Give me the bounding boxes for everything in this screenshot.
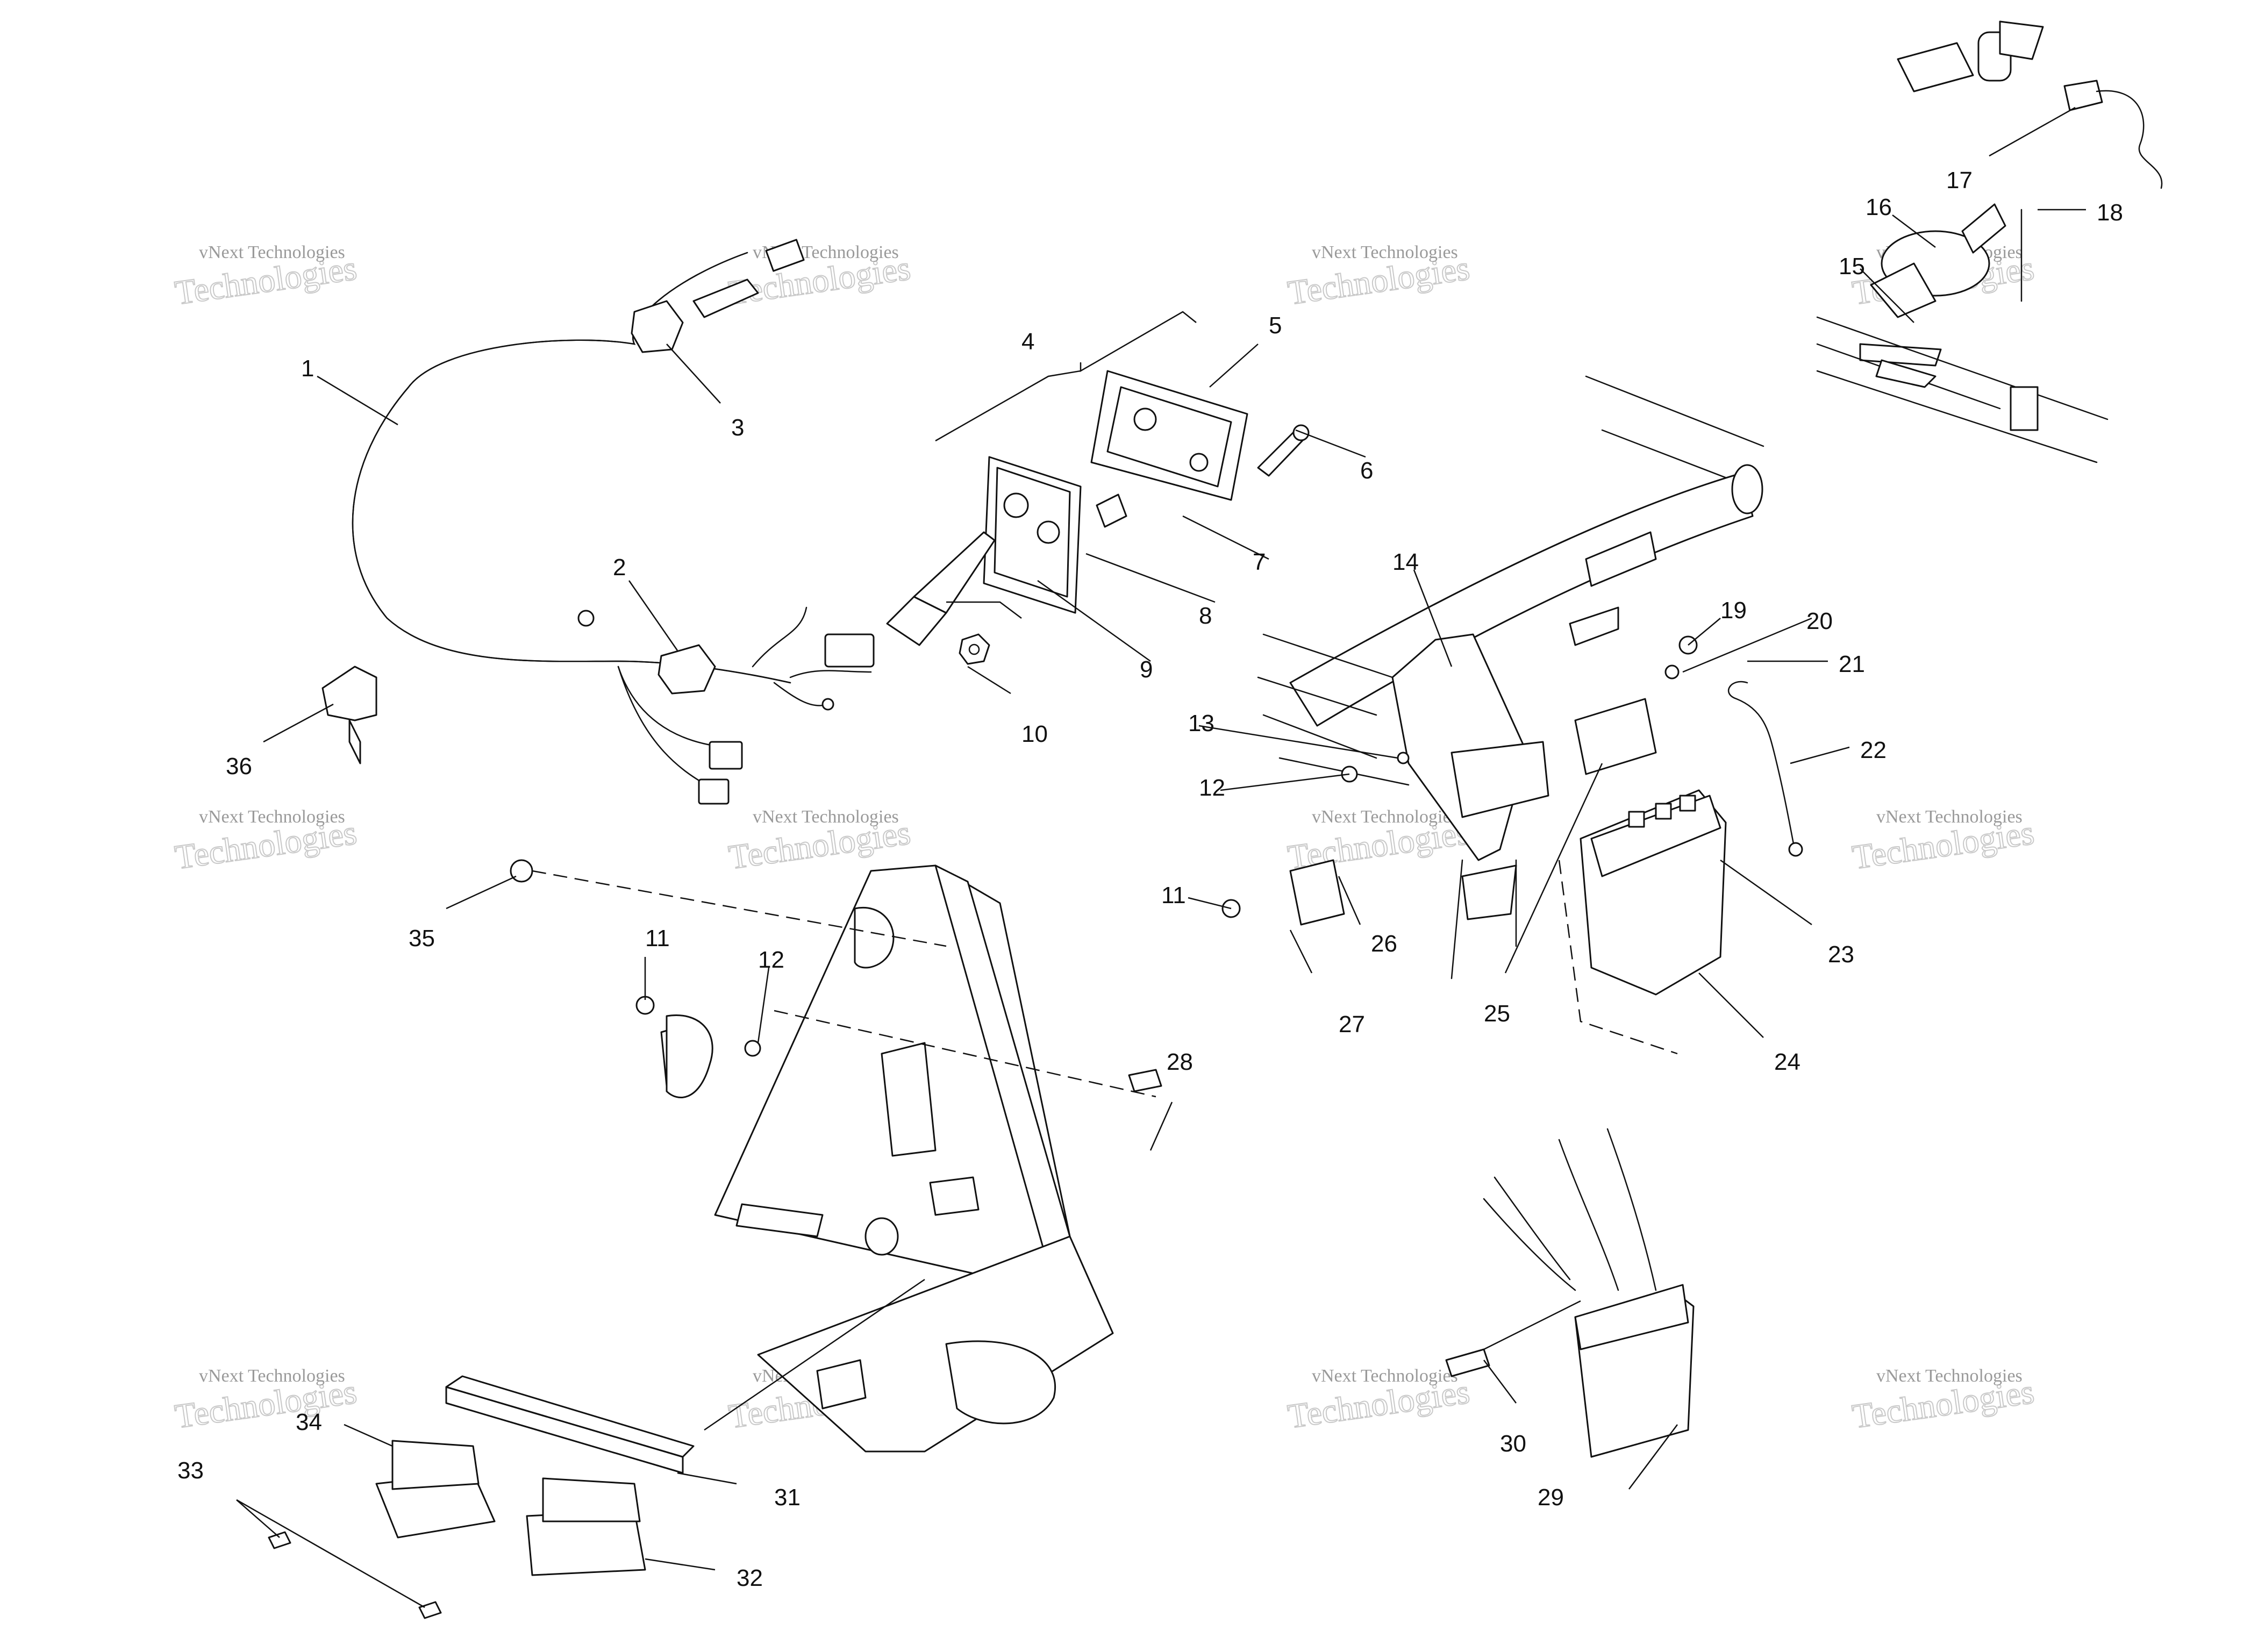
wiring-harness bbox=[352, 239, 875, 805]
callout-27: 27 bbox=[1339, 1011, 1365, 1038]
callout-18: 18 bbox=[2097, 199, 2123, 226]
callouts: 1 2 3 4 5 6 7 8 9 10 11 12 13 14 15 16 1… bbox=[177, 167, 2123, 1591]
callout-6: 6 bbox=[1360, 457, 1373, 484]
watermark: Technologies vNext Technologies bbox=[172, 242, 360, 312]
watermark: Technologies vNext Technologies bbox=[1285, 242, 1473, 312]
callout-2: 2 bbox=[613, 554, 626, 581]
watermark-small: vNext Technologies bbox=[199, 807, 345, 827]
horn-assembly bbox=[1816, 203, 2109, 463]
callout-11b: 11 bbox=[645, 925, 670, 952]
callout-12b: 12 bbox=[758, 947, 784, 973]
watermark-small: vNext Technologies bbox=[753, 807, 899, 827]
watermark-small: vNext Technologies bbox=[1876, 807, 2023, 827]
watermark-small: vNext Technologies bbox=[1312, 1366, 1458, 1386]
frame bbox=[1257, 375, 1764, 979]
guide-lines bbox=[532, 870, 1156, 1098]
callout-31: 31 bbox=[774, 1484, 801, 1511]
watermark-small: vNext Technologies bbox=[1312, 242, 1458, 262]
watermark: Technologies vNext Technologies bbox=[726, 807, 913, 877]
callout-34: 34 bbox=[296, 1409, 322, 1435]
watermark: Technologies vNext Technologies bbox=[1285, 1366, 1473, 1436]
handlebar-switch bbox=[1897, 20, 2163, 189]
bottom-left-parts bbox=[268, 1375, 695, 1619]
callout-1: 1 bbox=[301, 355, 314, 382]
callout-35: 35 bbox=[409, 925, 435, 952]
watermark: Technologies vNext Technologies bbox=[1849, 807, 2037, 877]
callout-28: 28 bbox=[1167, 1049, 1193, 1075]
watermark: Technologies vNext Technologies bbox=[172, 1366, 360, 1436]
callout-16: 16 bbox=[1866, 194, 1892, 220]
callout-13: 13 bbox=[1188, 710, 1214, 736]
callout-20: 20 bbox=[1806, 608, 1833, 634]
callout-5: 5 bbox=[1269, 312, 1282, 339]
callout-24: 24 bbox=[1774, 1049, 1800, 1075]
callout-36: 36 bbox=[226, 753, 252, 779]
battery bbox=[1558, 681, 1803, 1055]
rear-panel bbox=[660, 864, 1114, 1453]
callout-4: 4 bbox=[1021, 328, 1034, 355]
watermark: Technologies vNext Technologies bbox=[726, 242, 913, 312]
callout-15: 15 bbox=[1839, 253, 1865, 280]
callout-22: 22 bbox=[1860, 737, 1887, 763]
watermark: Technologies vNext Technologies bbox=[172, 807, 360, 877]
callout-12: 12 bbox=[1199, 775, 1225, 801]
watermark-small: vNext Technologies bbox=[199, 242, 345, 262]
watermark-small: vNext Technologies bbox=[1312, 807, 1458, 827]
watermark-small: vNext Technologies bbox=[199, 1366, 345, 1386]
callout-7: 7 bbox=[1253, 549, 1266, 575]
small-parts bbox=[321, 635, 1698, 1098]
watermark-small: vNext Technologies bbox=[1876, 1366, 2023, 1386]
callout-11: 11 bbox=[1161, 882, 1186, 909]
callout-19: 19 bbox=[1720, 597, 1747, 624]
callout-26: 26 bbox=[1371, 931, 1397, 957]
callout-9: 9 bbox=[1140, 656, 1153, 683]
callout-21: 21 bbox=[1839, 651, 1865, 677]
callout-8: 8 bbox=[1199, 603, 1212, 629]
callout-23: 23 bbox=[1828, 941, 1854, 968]
callout-29: 29 bbox=[1538, 1484, 1564, 1511]
regulator bbox=[1445, 1128, 1695, 1458]
taillight-assembly bbox=[886, 370, 1310, 665]
leader-lines bbox=[236, 106, 2086, 1608]
callout-10: 10 bbox=[1021, 721, 1048, 747]
callout-33: 33 bbox=[177, 1457, 204, 1484]
watermark: Technologies vNext Technologies bbox=[1849, 1366, 2037, 1436]
callout-32: 32 bbox=[737, 1565, 763, 1591]
callout-30: 30 bbox=[1500, 1431, 1526, 1457]
callout-3: 3 bbox=[731, 414, 744, 441]
callout-17: 17 bbox=[1946, 167, 1973, 194]
callout-25: 25 bbox=[1484, 1000, 1510, 1027]
callout-14: 14 bbox=[1392, 549, 1419, 575]
